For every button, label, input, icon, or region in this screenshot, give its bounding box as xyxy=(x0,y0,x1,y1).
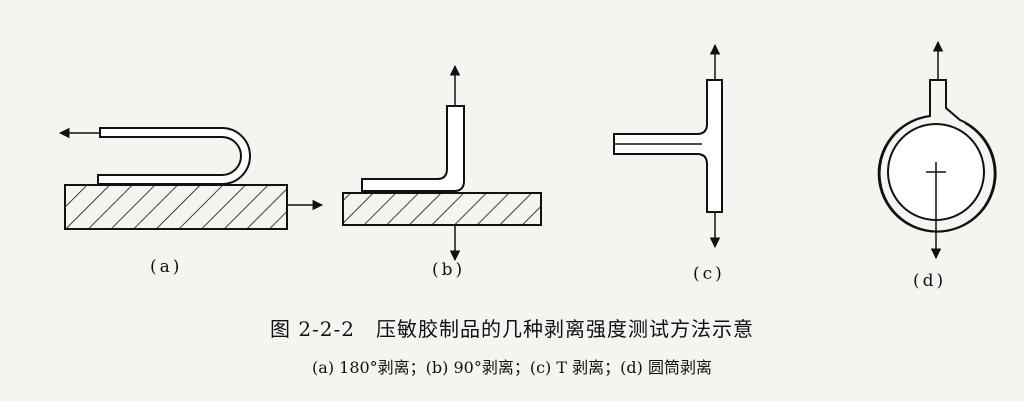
panel-a-label: (a) xyxy=(150,257,183,277)
substrate-b xyxy=(342,192,542,226)
panel-d-drum-peel xyxy=(877,40,997,260)
panel-c-label: (c) xyxy=(693,264,725,284)
panel-d-label: (d) xyxy=(913,271,947,291)
tape-c xyxy=(613,79,723,213)
tape-a xyxy=(97,127,251,185)
figure-caption-title: 图 2-2-2 压敏胶制品的几种剥离强度测试方法示意 xyxy=(269,317,755,341)
panel-b-label: (b) xyxy=(432,260,466,280)
tape-b xyxy=(361,105,465,192)
substrate-a xyxy=(64,184,288,230)
panel-c-t-peel xyxy=(613,43,723,249)
panel-a-180-peel xyxy=(58,127,324,230)
panel-b-90-peel xyxy=(342,64,542,262)
tape-d-outer xyxy=(877,115,996,233)
figure-caption-subtitle: (a) 180°剥离；(b) 90°剥离；(c) T 剥离；(d) 圆筒剥离 xyxy=(312,358,712,377)
